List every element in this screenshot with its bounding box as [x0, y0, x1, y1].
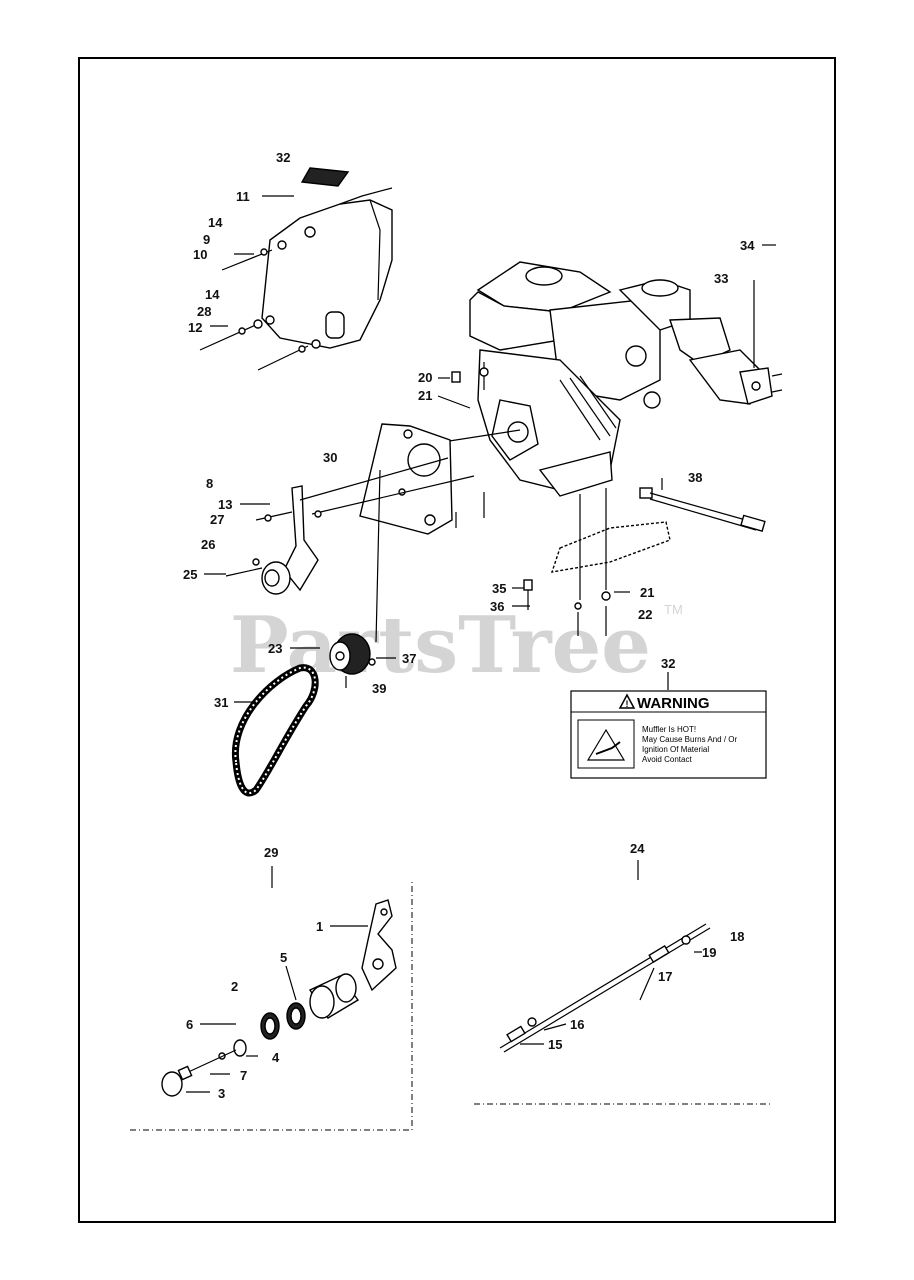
bearings-part[interactable] — [260, 1002, 306, 1040]
callout-20: 20 — [418, 370, 432, 385]
callout-39: 39 — [372, 681, 386, 696]
control-cable-part[interactable] — [499, 923, 711, 1053]
callout-2: 2 — [231, 979, 238, 994]
callout-35: 35 — [492, 581, 506, 596]
decal-part[interactable] — [300, 167, 350, 187]
warning-line-2: May Cause Burns And / Or — [642, 735, 737, 744]
callout-27: 27 — [210, 512, 224, 527]
warning-line-4: Avoid Contact — [642, 755, 692, 764]
engine-bolts-part[interactable] — [451, 362, 489, 390]
callout-6: 6 — [186, 1017, 193, 1032]
callout-13: 13 — [218, 497, 232, 512]
divider-left — [130, 880, 413, 1131]
callout-33: 33 — [714, 271, 728, 286]
callout-leaders — [186, 195, 776, 1093]
callout-34: 34 — [740, 238, 755, 253]
warning-line-3: Ignition Of Material — [642, 745, 709, 754]
callout-29: 29 — [264, 845, 278, 860]
callout-31: 31 — [214, 695, 228, 710]
idler-bracket-part[interactable] — [359, 423, 453, 535]
callout-22: 22 — [638, 607, 652, 622]
callout-7: 7 — [240, 1068, 247, 1083]
callout-36: 36 — [490, 599, 504, 614]
drive-belt-part[interactable] — [231, 664, 319, 797]
pulley-leader — [375, 469, 381, 643]
drive-pulley-part[interactable] — [329, 633, 376, 675]
idler-bracket-1-part[interactable] — [361, 899, 397, 992]
svg-text:!: ! — [626, 699, 629, 709]
warning-line-1: Muffler Is HOT! — [642, 725, 696, 734]
callout-10: 10 — [193, 247, 207, 262]
callout-17: 17 — [658, 969, 672, 984]
mount-hardware-part[interactable] — [523, 579, 611, 636]
callout-19: 19 — [702, 945, 716, 960]
callout-18: 18 — [730, 929, 744, 944]
callout-14-b: 14 — [205, 287, 220, 302]
callout-21-a: 21 — [418, 388, 432, 403]
callout-23: 23 — [268, 641, 282, 656]
callout-5: 5 — [280, 950, 287, 965]
spacer-bolt-part[interactable] — [161, 1039, 247, 1097]
callout-12: 12 — [188, 320, 202, 335]
callout-21-b: 21 — [640, 585, 654, 600]
belt-cover-part[interactable] — [261, 187, 393, 349]
idler-arm-part[interactable] — [261, 485, 319, 595]
callout-11: 11 — [236, 189, 250, 204]
callout-15: 15 — [548, 1037, 562, 1052]
callout-9: 9 — [203, 232, 210, 247]
arm-shaft-line-2 — [311, 475, 475, 515]
callout-16: 16 — [570, 1017, 584, 1032]
callout-25: 25 — [183, 567, 197, 582]
callout-8: 8 — [206, 476, 213, 491]
muffler-guard-part[interactable] — [739, 367, 783, 405]
idler-pulley-part[interactable] — [308, 973, 360, 1019]
engine-part[interactable] — [469, 261, 761, 497]
callout-32-top: 32 — [276, 150, 290, 165]
warning-heading: WARNING — [637, 695, 710, 712]
callout-26: 26 — [201, 537, 215, 552]
callout-4: 4 — [272, 1050, 280, 1065]
callout-14-a: 14 — [208, 215, 223, 230]
callout-32-warning: 32 — [661, 656, 675, 671]
callout-3: 3 — [218, 1086, 225, 1101]
callout-labels: 32 11 14 9 10 14 28 12 34 33 20 21 30 8 … — [183, 150, 755, 1101]
callout-37: 37 — [402, 651, 416, 666]
callout-24: 24 — [630, 841, 645, 856]
callout-38: 38 — [688, 470, 702, 485]
diagram-frame — [78, 57, 836, 1223]
callout-30: 30 — [323, 450, 337, 465]
callout-1: 1 — [316, 919, 323, 934]
arm-hardware-part[interactable] — [225, 510, 322, 577]
axle-part[interactable] — [639, 487, 766, 532]
cover-bolts-part[interactable] — [199, 240, 321, 371]
arm-shaft-line — [299, 457, 449, 501]
callout-28: 28 — [197, 304, 211, 319]
warning-decal[interactable]: ! WARNING Muffler Is HOT! May Cause Burn… — [570, 690, 767, 779]
engine-mount-plate-part[interactable] — [550, 521, 671, 573]
watermark-trademark: TM — [664, 602, 683, 617]
